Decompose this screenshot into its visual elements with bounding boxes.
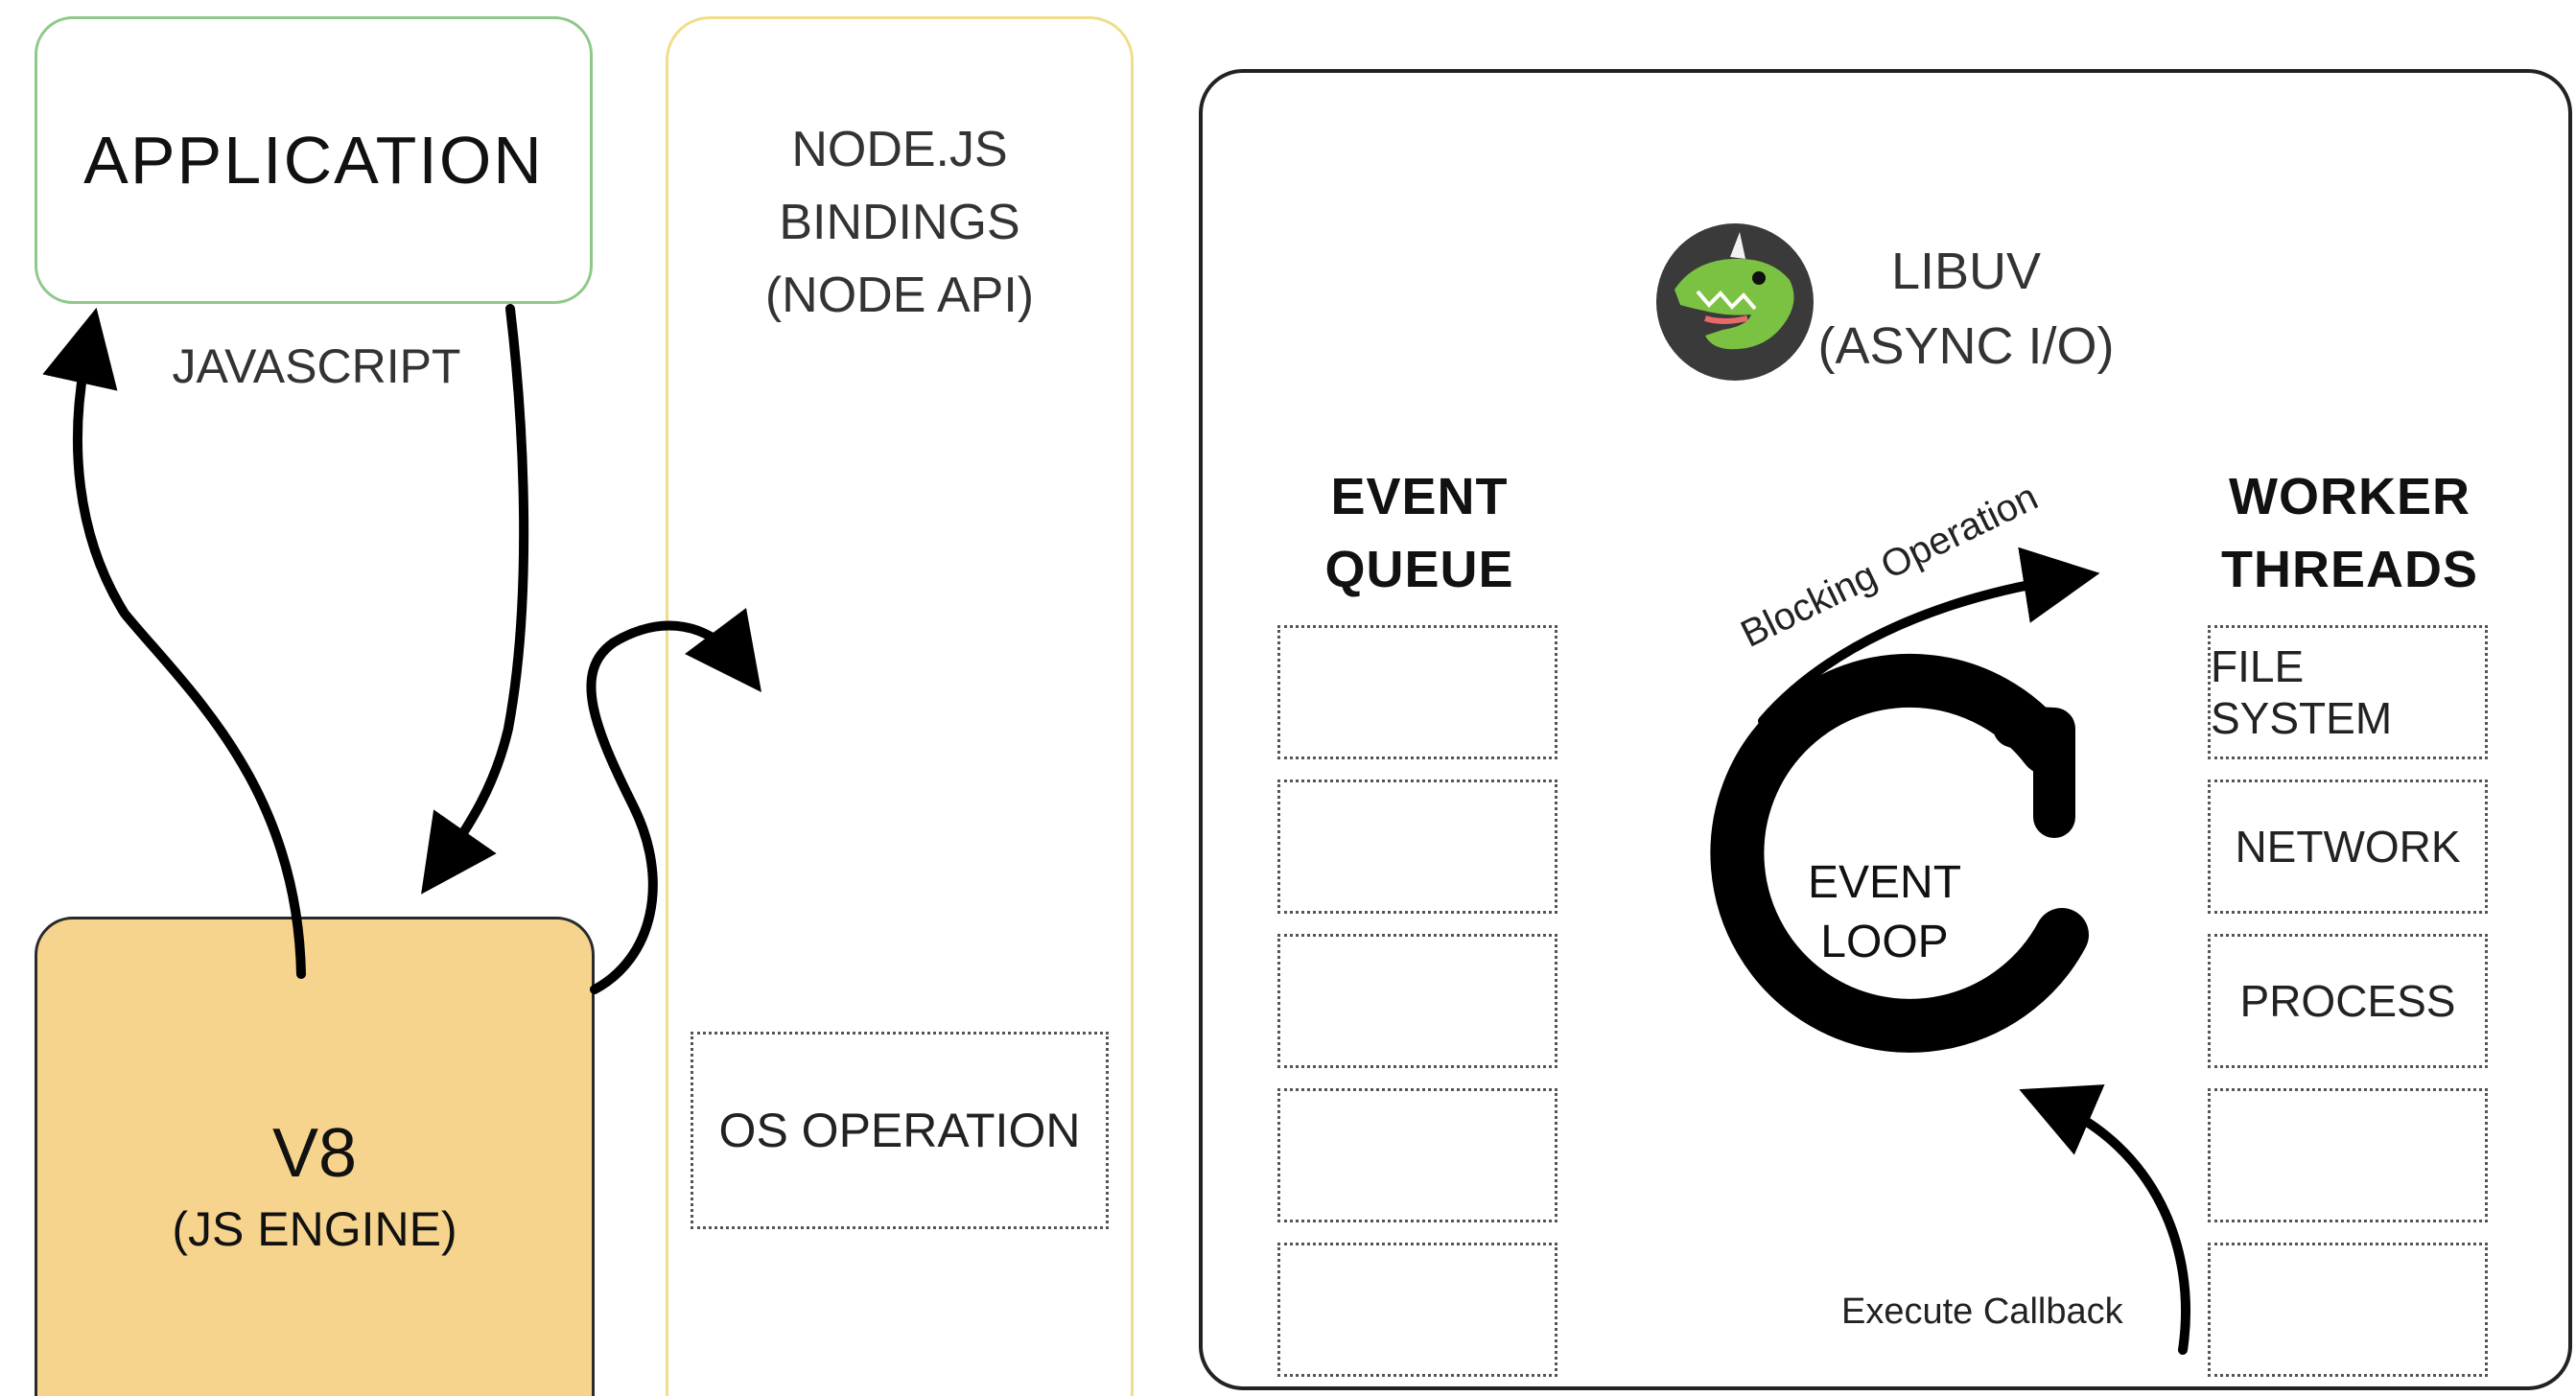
- libuv-dinosaur-logo-icon: [1656, 223, 1814, 381]
- event-queue-slot: [1277, 779, 1557, 914]
- event-loop-cycle-icon: [1710, 653, 2089, 1053]
- application-box: APPLICATION: [35, 16, 593, 304]
- event-loop-title-line1: EVENT: [1807, 857, 1962, 908]
- worker-slot-label: PROCESS: [2239, 976, 2456, 1026]
- event-queue-title-line2: QUEUE: [1324, 541, 1514, 598]
- libuv-title-line2: (ASYNC I/O): [1817, 317, 2115, 375]
- v8-to-bindings-arrow: [586, 607, 762, 994]
- execute-callback-arrow: [2019, 1084, 2190, 1355]
- worker-slot-process: PROCESS: [2208, 934, 2488, 1068]
- javascript-label: JAVASCRIPT: [172, 339, 461, 393]
- event-queue-title: EVENT QUEUE: [1276, 460, 1563, 606]
- v8-engine-box: [35, 917, 595, 1396]
- application-to-v8-arrow: [421, 304, 529, 895]
- libuv-title-line1: LIBUV: [1890, 243, 2042, 300]
- event-loop-title: EVENT LOOP: [1765, 853, 2004, 972]
- blocking-operation-arrow: [1758, 547, 2100, 726]
- event-queue-slot: [1277, 934, 1557, 1068]
- bindings-title-line3: (NODE API): [764, 268, 1035, 323]
- worker-threads-title-line2: THREADS: [2220, 541, 2478, 598]
- worker-threads-title: WORKER THREADS: [2196, 460, 2503, 606]
- bindings-title-line2: BINDINGS: [779, 195, 1020, 250]
- libuv-title: LIBUV (ASYNC I/O): [1813, 234, 2119, 384]
- event-queue-slot: [1277, 625, 1557, 759]
- event-loop-title-line2: LOOP: [1820, 917, 1949, 967]
- worker-slot-label: FILE SYSTEM: [2211, 641, 2393, 743]
- worker-slot-network: NETWORK: [2208, 779, 2488, 914]
- os-operation-label: OS OPERATION: [718, 1104, 1081, 1157]
- execute-callback-label: Execute Callback: [1841, 1291, 2123, 1332]
- worker-threads-title-line1: WORKER: [2229, 468, 2471, 525]
- event-queue-slot: [1277, 1088, 1557, 1222]
- worker-slot-file-system: FILE SYSTEM: [2208, 625, 2488, 759]
- event-queue-title-line1: EVENT: [1330, 468, 1509, 525]
- application-title: APPLICATION: [83, 123, 544, 198]
- worker-slot: [2208, 1088, 2488, 1222]
- bindings-title: NODE.JS BINDINGS (NODE API): [666, 113, 1134, 332]
- v8-to-application-arrow: [42, 307, 306, 979]
- bindings-title-line1: NODE.JS: [791, 122, 1008, 177]
- v8-subtitle: (JS ENGINE): [172, 1202, 457, 1256]
- worker-slot-label: NETWORK: [2235, 822, 2461, 872]
- event-queue-slot: [1277, 1243, 1557, 1377]
- v8-title: V8: [271, 1115, 358, 1192]
- os-operation-box: OS OPERATION: [691, 1032, 1109, 1229]
- worker-slot: [2208, 1243, 2488, 1377]
